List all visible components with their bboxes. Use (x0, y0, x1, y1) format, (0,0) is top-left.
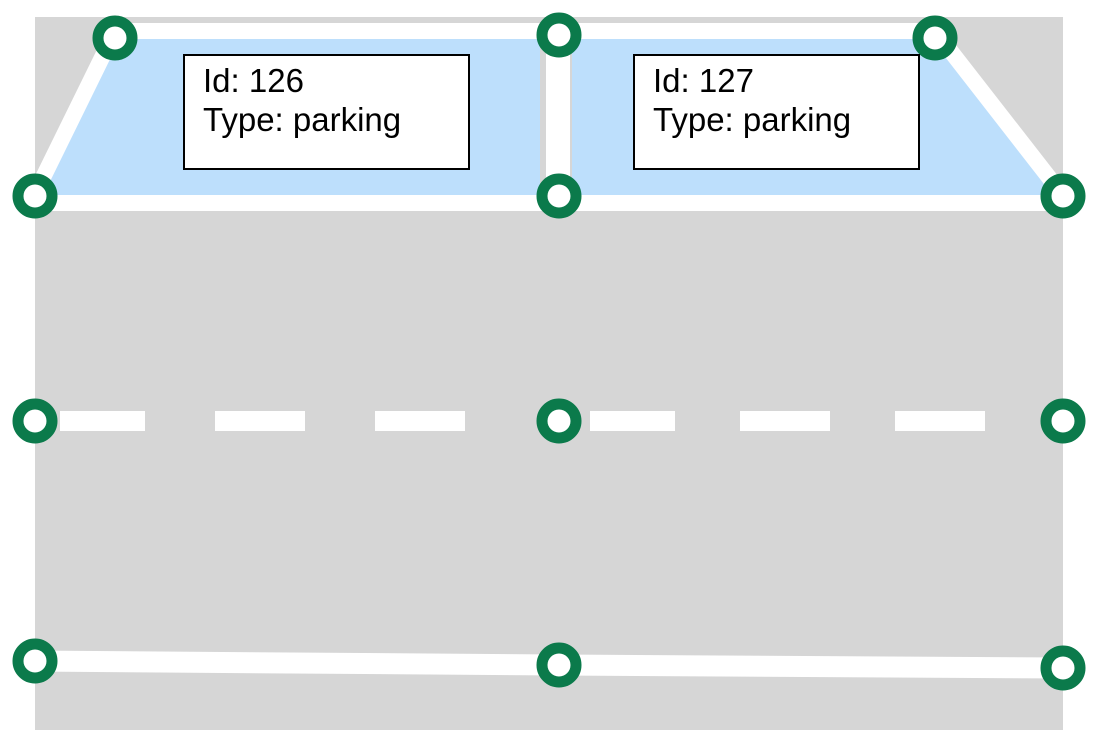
node-mid-upper-center[interactable] (536, 173, 582, 219)
parking-area-127-type-text: Type: parking (653, 100, 852, 138)
center-dashed-lane-line (60, 411, 985, 431)
parking-left-edge-line (25, 23, 123, 206)
node-top-left[interactable] (92, 15, 138, 61)
node-center-center[interactable] (536, 398, 582, 444)
node-top-right[interactable] (912, 15, 958, 61)
parking-area-126-type-text: Type: parking (203, 100, 402, 138)
parking-right-edge-line (927, 23, 1073, 206)
node-bottom-right[interactable] (1040, 645, 1086, 691)
node-mid-upper-left[interactable] (12, 173, 58, 219)
node-bottom-left[interactable] (12, 638, 58, 684)
node-top-center[interactable] (536, 12, 582, 58)
node-center-right[interactable] (1040, 398, 1086, 444)
parking-area-126-label[interactable]: Id: 126 Type: parking (183, 54, 470, 170)
parking-area-127-label[interactable]: Id: 127 Type: parking (633, 54, 920, 170)
parking-area-126-id-text: Id: 126 (203, 62, 304, 99)
parking-area-127-id-text: Id: 127 (653, 62, 754, 99)
node-bottom-center[interactable] (536, 642, 582, 688)
node-center-left[interactable] (12, 398, 58, 444)
node-mid-upper-right[interactable] (1040, 173, 1086, 219)
node-layer (12, 12, 1086, 691)
